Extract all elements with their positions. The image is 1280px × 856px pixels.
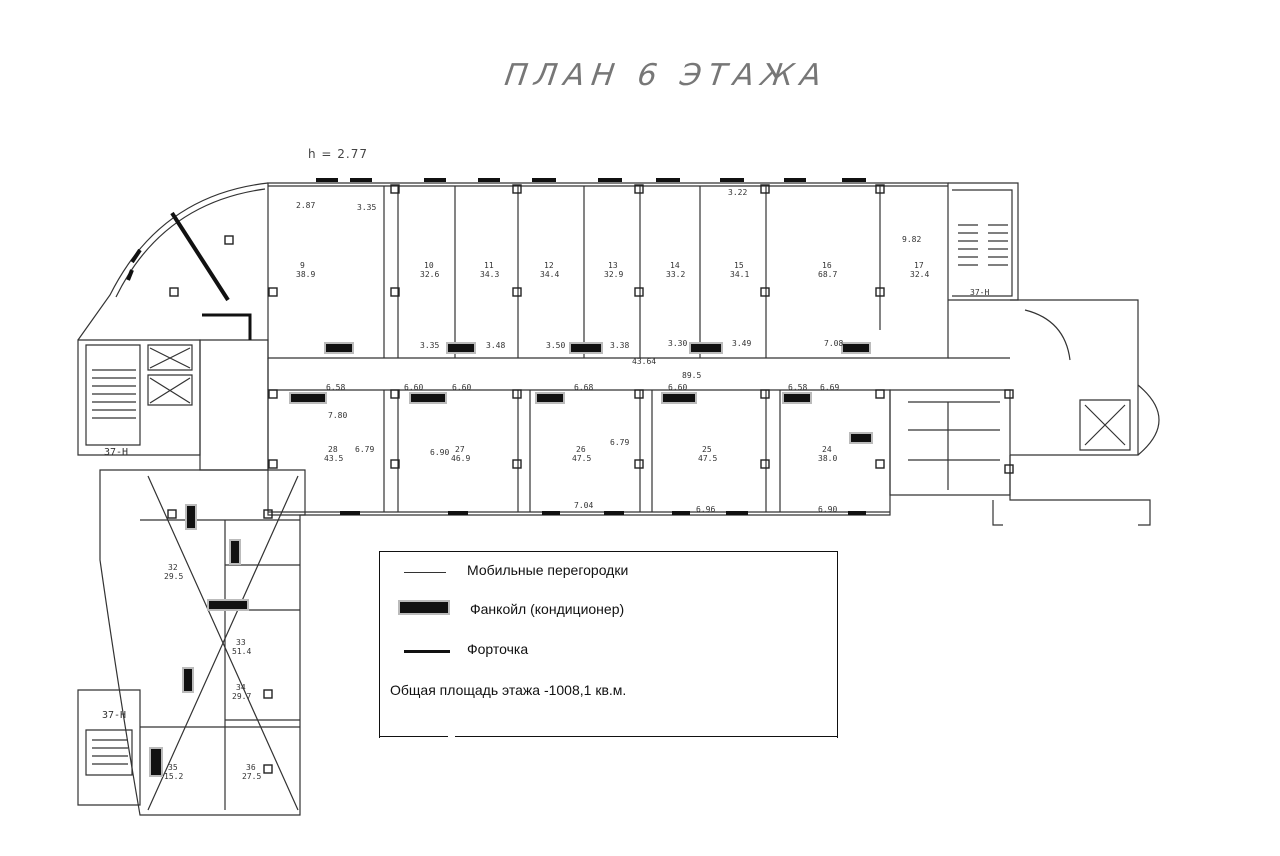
dimension-label: 7.08 — [824, 339, 843, 348]
room-25-area: 47.5 — [698, 454, 717, 463]
room-15-area: 34.1 — [730, 270, 749, 279]
corridor-dimension: 89.5 — [682, 371, 701, 380]
dimension-label: 6.60 — [452, 383, 471, 392]
dimension-label: 3.35 — [357, 203, 376, 212]
room-33-number: 33 — [236, 638, 246, 647]
dimension-label: 6.68 — [574, 383, 593, 392]
dimension-label: 9.82 — [902, 235, 921, 244]
dimension-label: 3.38 — [610, 341, 629, 350]
room-36-number: 36 — [246, 763, 256, 772]
west-wing-outline — [99, 469, 306, 816]
room-14-number: 14 — [670, 261, 680, 270]
room-16-number: 16 — [822, 261, 832, 270]
dimension-label: 6.90 — [818, 505, 837, 514]
room-11-number: 11 — [484, 261, 494, 270]
room-26-number: 26 — [576, 445, 586, 454]
room-10-area: 32.6 — [420, 270, 439, 279]
corridor-dimension: 43.64 — [632, 357, 656, 366]
dimension-label: 6.79 — [610, 438, 629, 447]
room-9-number: 9 — [300, 261, 305, 270]
dimension-label: 2.87 — [296, 201, 315, 210]
room-34-number: 34 — [236, 683, 246, 692]
room-26-area: 47.5 — [572, 454, 591, 463]
dimension-label: 6.60 — [668, 383, 687, 392]
stair-label: 37-Н — [102, 710, 126, 721]
room-33-area: 51.4 — [232, 647, 251, 656]
dimension-label: 3.35 — [420, 341, 439, 350]
room-25-number: 25 — [702, 445, 712, 454]
partition-symbol — [404, 572, 446, 573]
fancoil-symbol — [398, 600, 450, 615]
room-16-area: 68.7 — [818, 270, 837, 279]
legend-box: Мобильные перегородки Фанкойл (кондицион… — [379, 551, 838, 738]
stair-label: 37-Н — [970, 288, 989, 297]
room-24-number: 24 — [822, 445, 832, 454]
dimension-label: 3.30 — [668, 339, 687, 348]
ceiling-height-note: h = 2.77 — [308, 147, 369, 161]
legend-label-vent: Форточка — [467, 641, 529, 657]
room-35-number: 35 — [168, 763, 178, 772]
total-area: Общая площадь этажа -1008,1 кв.м. — [390, 682, 627, 698]
room-12-area: 34.4 — [540, 270, 559, 279]
dimension-label: 6.79 — [355, 445, 374, 454]
stair-label: 37-Н — [104, 447, 128, 458]
room-15-number: 15 — [734, 261, 744, 270]
room-11-area: 34.3 — [480, 270, 499, 279]
dimension-label: 3.50 — [546, 341, 565, 350]
room-13-area: 32.9 — [604, 270, 623, 279]
dimension-label: 6.60 — [404, 383, 423, 392]
window-vent-symbol — [404, 650, 450, 653]
dimension-label: 6.69 — [820, 383, 839, 392]
room-34-area: 29.7 — [232, 692, 251, 701]
dimension-label: 6.58 — [326, 383, 345, 392]
room-12-number: 12 — [544, 261, 554, 270]
south-block-outline — [267, 389, 891, 516]
room-10-number: 10 — [424, 261, 434, 270]
room-32-area: 29.5 — [164, 572, 183, 581]
dimension-label: 6.90 — [430, 448, 449, 457]
room-14-area: 33.2 — [666, 270, 685, 279]
room-9-area: 38.9 — [296, 270, 315, 279]
room-17-area: 32.4 — [910, 270, 929, 279]
room-17-number: 17 — [914, 261, 924, 270]
dimension-label: 6.58 — [788, 383, 807, 392]
dimension-label: 3.48 — [486, 341, 505, 350]
room-28-number: 28 — [328, 445, 338, 454]
east-stair — [948, 182, 1019, 301]
west-cross-lines — [147, 475, 299, 811]
dimension-label: 7.04 — [574, 501, 593, 510]
west-curved-wall — [77, 182, 269, 341]
room-13-number: 13 — [608, 261, 618, 270]
dimension-label: 3.22 — [728, 188, 747, 197]
dimension-label: 7.80 — [328, 411, 347, 420]
room-35-area: 15.2 — [164, 772, 183, 781]
legend-label-fancoil: Фанкойл (кондиционер) — [470, 601, 625, 617]
room-28-area: 43.5 — [324, 454, 343, 463]
room-32-number: 32 — [168, 563, 178, 572]
dimension-label: 3.49 — [732, 339, 751, 348]
legend-label-partitions: Мобильные перегородки — [467, 562, 629, 578]
dimension-label: 6.96 — [696, 505, 715, 514]
room-24-area: 38.0 — [818, 454, 837, 463]
room-27-area: 46.9 — [451, 454, 470, 463]
room-36-area: 27.5 — [242, 772, 261, 781]
room-27-number: 27 — [455, 445, 465, 454]
